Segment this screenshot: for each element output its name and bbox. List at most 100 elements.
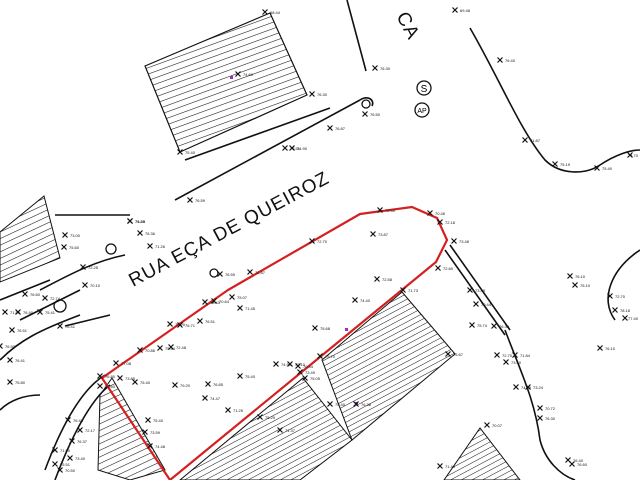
spot-elevation-label: 71.73	[408, 288, 419, 293]
spot-cross-icon	[370, 231, 376, 237]
spot-cross-icon	[494, 352, 500, 358]
street-name-fragment: CA	[392, 8, 424, 43]
spot-elevation-label: 78.18	[620, 308, 631, 313]
spot-elevation-label: 75.74	[477, 323, 488, 328]
spot-cross-icon	[452, 7, 458, 13]
spot-elevation-label: 74.45	[521, 385, 532, 390]
spot-elevation-label: 74.90	[297, 146, 308, 151]
spot-cross-icon	[117, 375, 123, 381]
spot-cross-icon	[42, 295, 48, 301]
spot-cross-icon	[97, 383, 103, 389]
spot-elevation-label: 75.29	[265, 415, 276, 420]
spot-elevation-label: 76.10	[575, 274, 586, 279]
spot-cross-icon	[377, 207, 383, 213]
spot-elevation-label: 72.58	[382, 277, 393, 282]
spot-cross-icon	[437, 219, 443, 225]
spot-elevation-label: 76.37	[77, 439, 88, 444]
spot-elevation-label: 70.72	[545, 406, 556, 411]
spot-cross-icon	[15, 309, 21, 315]
spot-elevation-label: 74.70	[628, 153, 639, 158]
spot-elevation-label: 71.90	[60, 448, 71, 453]
spot-cross-icon	[295, 363, 301, 369]
spot-cross-icon	[257, 414, 263, 420]
spot-cross-icon	[202, 299, 208, 305]
spot-cross-icon	[374, 276, 380, 282]
spot-cross-icon	[362, 111, 368, 117]
spot-elevation-label: 76.40	[573, 458, 584, 463]
building-bottom-hatched	[179, 377, 353, 480]
spot-elevation-label: 73.59	[150, 430, 161, 435]
spot-cross-icon	[0, 343, 3, 349]
spot-elevation-label: 75.80	[15, 380, 26, 385]
spot-cross-icon	[277, 427, 283, 433]
spot-elevation-label: 71.84	[520, 353, 531, 358]
spot-elevation-label: 72.70	[317, 239, 328, 244]
spot-elevation-label: 76.41	[65, 324, 76, 329]
spot-cross-icon	[52, 461, 58, 467]
spot-elevation-label: 71.59	[10, 310, 21, 315]
spot-elevation-label: 76.50	[370, 112, 381, 117]
spot-elevation-label: 72.74	[50, 296, 61, 301]
spot-cross-icon	[145, 417, 151, 423]
spot-cross-icon	[353, 401, 359, 407]
spot-elevation-label: 73.49	[305, 370, 316, 375]
spot-elevation-label: 75.70	[325, 354, 336, 359]
spot-cross-icon	[594, 165, 600, 171]
spot-cross-icon	[229, 294, 235, 300]
spot-cross-icon	[537, 415, 543, 421]
spot-elevation-label: 72.10	[295, 362, 306, 367]
spot-elevation-label: 75.40	[153, 418, 164, 423]
spot-cross-icon	[177, 322, 183, 328]
spot-cross-icon	[445, 351, 451, 357]
spot-cross-icon	[62, 232, 68, 238]
spot-elevation-label: 75.44	[165, 346, 176, 351]
spot-cross-icon	[22, 291, 28, 297]
spot-cross-icon	[52, 447, 58, 453]
spot-cross-icon	[607, 293, 613, 299]
spot-cross-icon	[312, 325, 318, 331]
symbol-s-label: S	[421, 84, 428, 95]
spot-cross-icon	[147, 243, 153, 249]
spot-elevation-label: 76.51	[205, 319, 216, 324]
spot-elevation-label: 76.87	[335, 126, 346, 131]
spot-elevation-label: 70.44	[481, 302, 492, 307]
spot-cross-icon	[372, 65, 378, 71]
spot-elevation-label: 72.70	[502, 353, 513, 358]
spot-cross-icon	[622, 315, 628, 321]
spot-cross-icon	[451, 238, 457, 244]
spot-cross-icon	[9, 327, 15, 333]
spot-cross-icon	[202, 395, 208, 401]
spot-cross-icon	[289, 145, 295, 151]
spot-cross-icon	[612, 307, 618, 313]
spot-elevation-label: 76.59	[195, 198, 206, 203]
spot-cross-icon	[309, 238, 315, 244]
spot-elevation-label: 74.48	[155, 444, 166, 449]
spot-elevation-label: 76.30	[317, 92, 328, 97]
spot-cross-icon	[352, 297, 358, 303]
spot-elevation-label: 76.60	[30, 292, 41, 297]
spot-elevation-label: 70.86	[145, 348, 156, 353]
spot-elevation-label: 70.50	[65, 468, 76, 473]
spot-cross-icon	[491, 323, 497, 329]
spot-cross-icon	[427, 210, 433, 216]
spot-cross-icon	[473, 301, 479, 307]
spot-elevation-label: 70.07	[492, 423, 503, 428]
spot-cross-icon	[137, 230, 143, 236]
spot-elevation-label: 75.40	[335, 402, 346, 407]
spot-elevation-label: 75.60	[69, 245, 80, 250]
spot-cross-icon	[497, 57, 503, 63]
spot-elevation-label: 71.40	[445, 464, 456, 469]
spot-elevation-label: 70.44	[303, 364, 314, 369]
building-top	[144, 12, 308, 153]
spot-elevation-label: 76.80	[105, 374, 116, 379]
spot-cross-icon	[168, 344, 174, 350]
spot-elevation-label: 79.20	[180, 383, 191, 388]
spot-cross-icon	[597, 345, 603, 351]
spot-elevation-label: 72.25	[88, 265, 99, 270]
spot-cross-icon	[297, 369, 303, 375]
spot-elevation-label: 75.68	[320, 326, 331, 331]
spot-cross-icon	[57, 323, 63, 329]
